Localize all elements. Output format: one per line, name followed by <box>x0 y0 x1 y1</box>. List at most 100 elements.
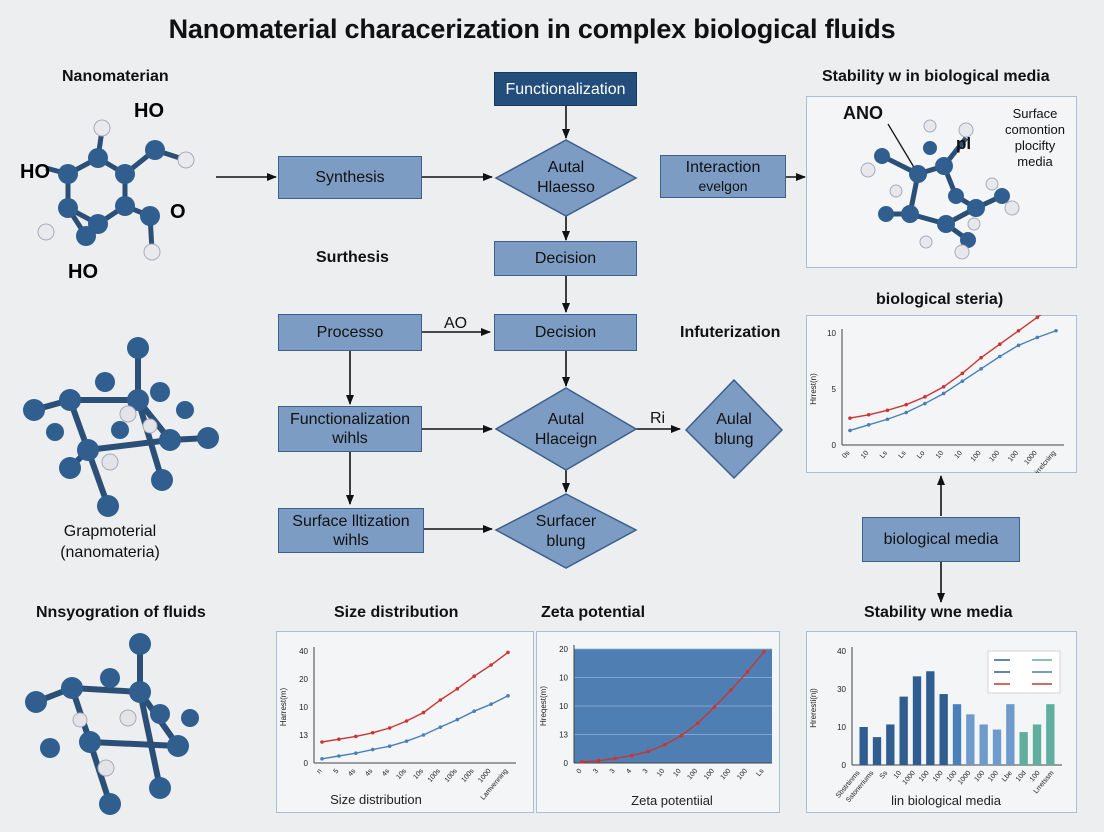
diamond-aulal-blung-line1: Aulal <box>716 411 752 428</box>
label-ano: ANO <box>843 103 883 123</box>
panel-note-line4: media <box>1017 154 1053 169</box>
chart-x-tick-label: 100s <box>444 767 459 784</box>
chart-x-tick-label: 100 <box>973 770 986 784</box>
chart-bar <box>1032 724 1042 765</box>
chart-point <box>337 754 341 758</box>
chart-point <box>1054 328 1058 333</box>
chart-x-tick-label: 100 <box>988 450 1001 464</box>
chart-series-line <box>849 330 1057 432</box>
chart-bar <box>966 714 975 765</box>
label-infuterization: Infuterization <box>680 324 781 341</box>
chart-point <box>866 423 871 427</box>
edge-label-ao: AO <box>444 315 468 332</box>
chart-point <box>646 749 650 754</box>
page-title: Nanomaterial characerization in complex … <box>168 14 896 44</box>
chart-x-tick-label: 1000 <box>1023 450 1038 467</box>
chart-point <box>979 355 983 360</box>
label-pi: pl <box>956 134 972 153</box>
panel-note-line3: plocifty <box>1014 138 1056 153</box>
chart-point <box>1035 315 1040 320</box>
chart-y-axis-label: Hreresti(nj) <box>809 688 818 728</box>
chart-series-line <box>581 651 765 763</box>
caption-zeta-potential: Zeta potentiial <box>631 793 713 808</box>
chart-x-tick-label: 100 <box>918 770 931 784</box>
chart-x-tick-label: 100 <box>1007 450 1020 464</box>
panel-note-line2: comontion <box>1005 122 1065 137</box>
caption-size-distribution: Size distribution <box>330 792 422 807</box>
diamond-autal-hlaceign-line1: Autal <box>547 411 585 428</box>
chart-point <box>696 721 700 725</box>
chart-x-tick-label: 100 <box>703 768 716 782</box>
chart-point <box>596 758 601 763</box>
chart-point <box>387 726 392 730</box>
chart-bar <box>872 737 882 765</box>
chart-point <box>472 709 476 713</box>
chart-bar <box>1006 704 1015 765</box>
molecule-label-o: O <box>170 201 186 223</box>
label-size-distribution: Size distribution <box>334 604 459 621</box>
chart-x-tick-label: 0 <box>576 768 584 776</box>
panel-note-line1: Surface <box>1012 106 1058 121</box>
chart-point <box>960 371 965 376</box>
chart-x-tick-label: 10 <box>860 450 870 461</box>
chart-point <box>1035 335 1040 340</box>
chart-x-tick-label: 100 <box>970 450 983 464</box>
chart-bar <box>886 724 895 765</box>
edge-label-ri: Ri <box>650 410 666 427</box>
chart-y-tick-label: 0 <box>564 759 569 768</box>
chart-bar <box>1019 732 1028 765</box>
chart-point <box>438 698 443 702</box>
chart-bar <box>939 694 948 765</box>
chart-x-tick-label: 4s <box>347 767 357 778</box>
box-surface-wihls-line1: Surface lltization <box>292 512 410 530</box>
chart-bar <box>979 724 988 765</box>
chart-x-tick-label: 4s <box>364 767 374 778</box>
molecule-ano-icon <box>860 119 1020 260</box>
chart-bar <box>952 704 962 765</box>
chart-x-tick-label: Lo <box>916 450 926 461</box>
chart-y-tick-label: 10 <box>827 329 836 338</box>
chart-point <box>404 739 409 743</box>
chart-y-tick-label: 20 <box>299 675 308 684</box>
chart-x-tick-label: 1000 <box>957 770 972 787</box>
chart-x-tick-label: 100 <box>932 770 945 784</box>
chart-point <box>489 702 493 706</box>
chart-point <box>679 733 684 738</box>
chart-x-tick-label: 100 <box>987 770 1000 784</box>
molecule-cluster-2-icon <box>25 633 199 815</box>
chart-x-tick-label: 1000 <box>477 768 492 785</box>
chart-y-tick-label: 20 <box>559 645 568 654</box>
label-nanomaterian: Nanomaterian <box>62 68 169 85</box>
chart-x-tick-label: 3 <box>609 768 617 776</box>
chart-x-tick-label: 5 <box>333 768 341 776</box>
label-grapmoterial-line2: (nanomateria) <box>60 544 160 561</box>
label-nsyogration: Nnsyogration of fluids <box>36 604 206 621</box>
panel-stability-molecule <box>806 96 1077 268</box>
chart-point <box>885 408 890 413</box>
molecule-hydroxyl-icon: HO HO HO O <box>20 100 195 283</box>
chart-point <box>354 734 358 739</box>
chart-x-tick-label: n <box>316 768 324 776</box>
molecule-cluster-icon <box>23 337 219 517</box>
chart-x-tick-label: Lbe <box>1001 770 1014 784</box>
chart-point <box>998 354 1002 359</box>
chart-point <box>941 391 946 396</box>
chart-in-biological-media: 0103040Hreresti(nj)SbstrtinmsSstoneriums… <box>809 647 1062 804</box>
panel-note: Surface comontion plocifty media <box>995 106 1075 170</box>
chart-x-tick-label: 10 <box>893 770 903 781</box>
chart-point <box>629 753 634 758</box>
chart-point <box>455 687 460 691</box>
diamond-surfacer-blung-line2: blung <box>546 533 586 550</box>
chart-y-tick-label: 0 <box>304 759 309 768</box>
chart-point <box>729 688 733 692</box>
chart-x-tick-label: 10 <box>935 450 945 461</box>
chart-point <box>506 694 510 698</box>
chart-bar <box>859 727 868 765</box>
chart-point <box>979 367 983 371</box>
